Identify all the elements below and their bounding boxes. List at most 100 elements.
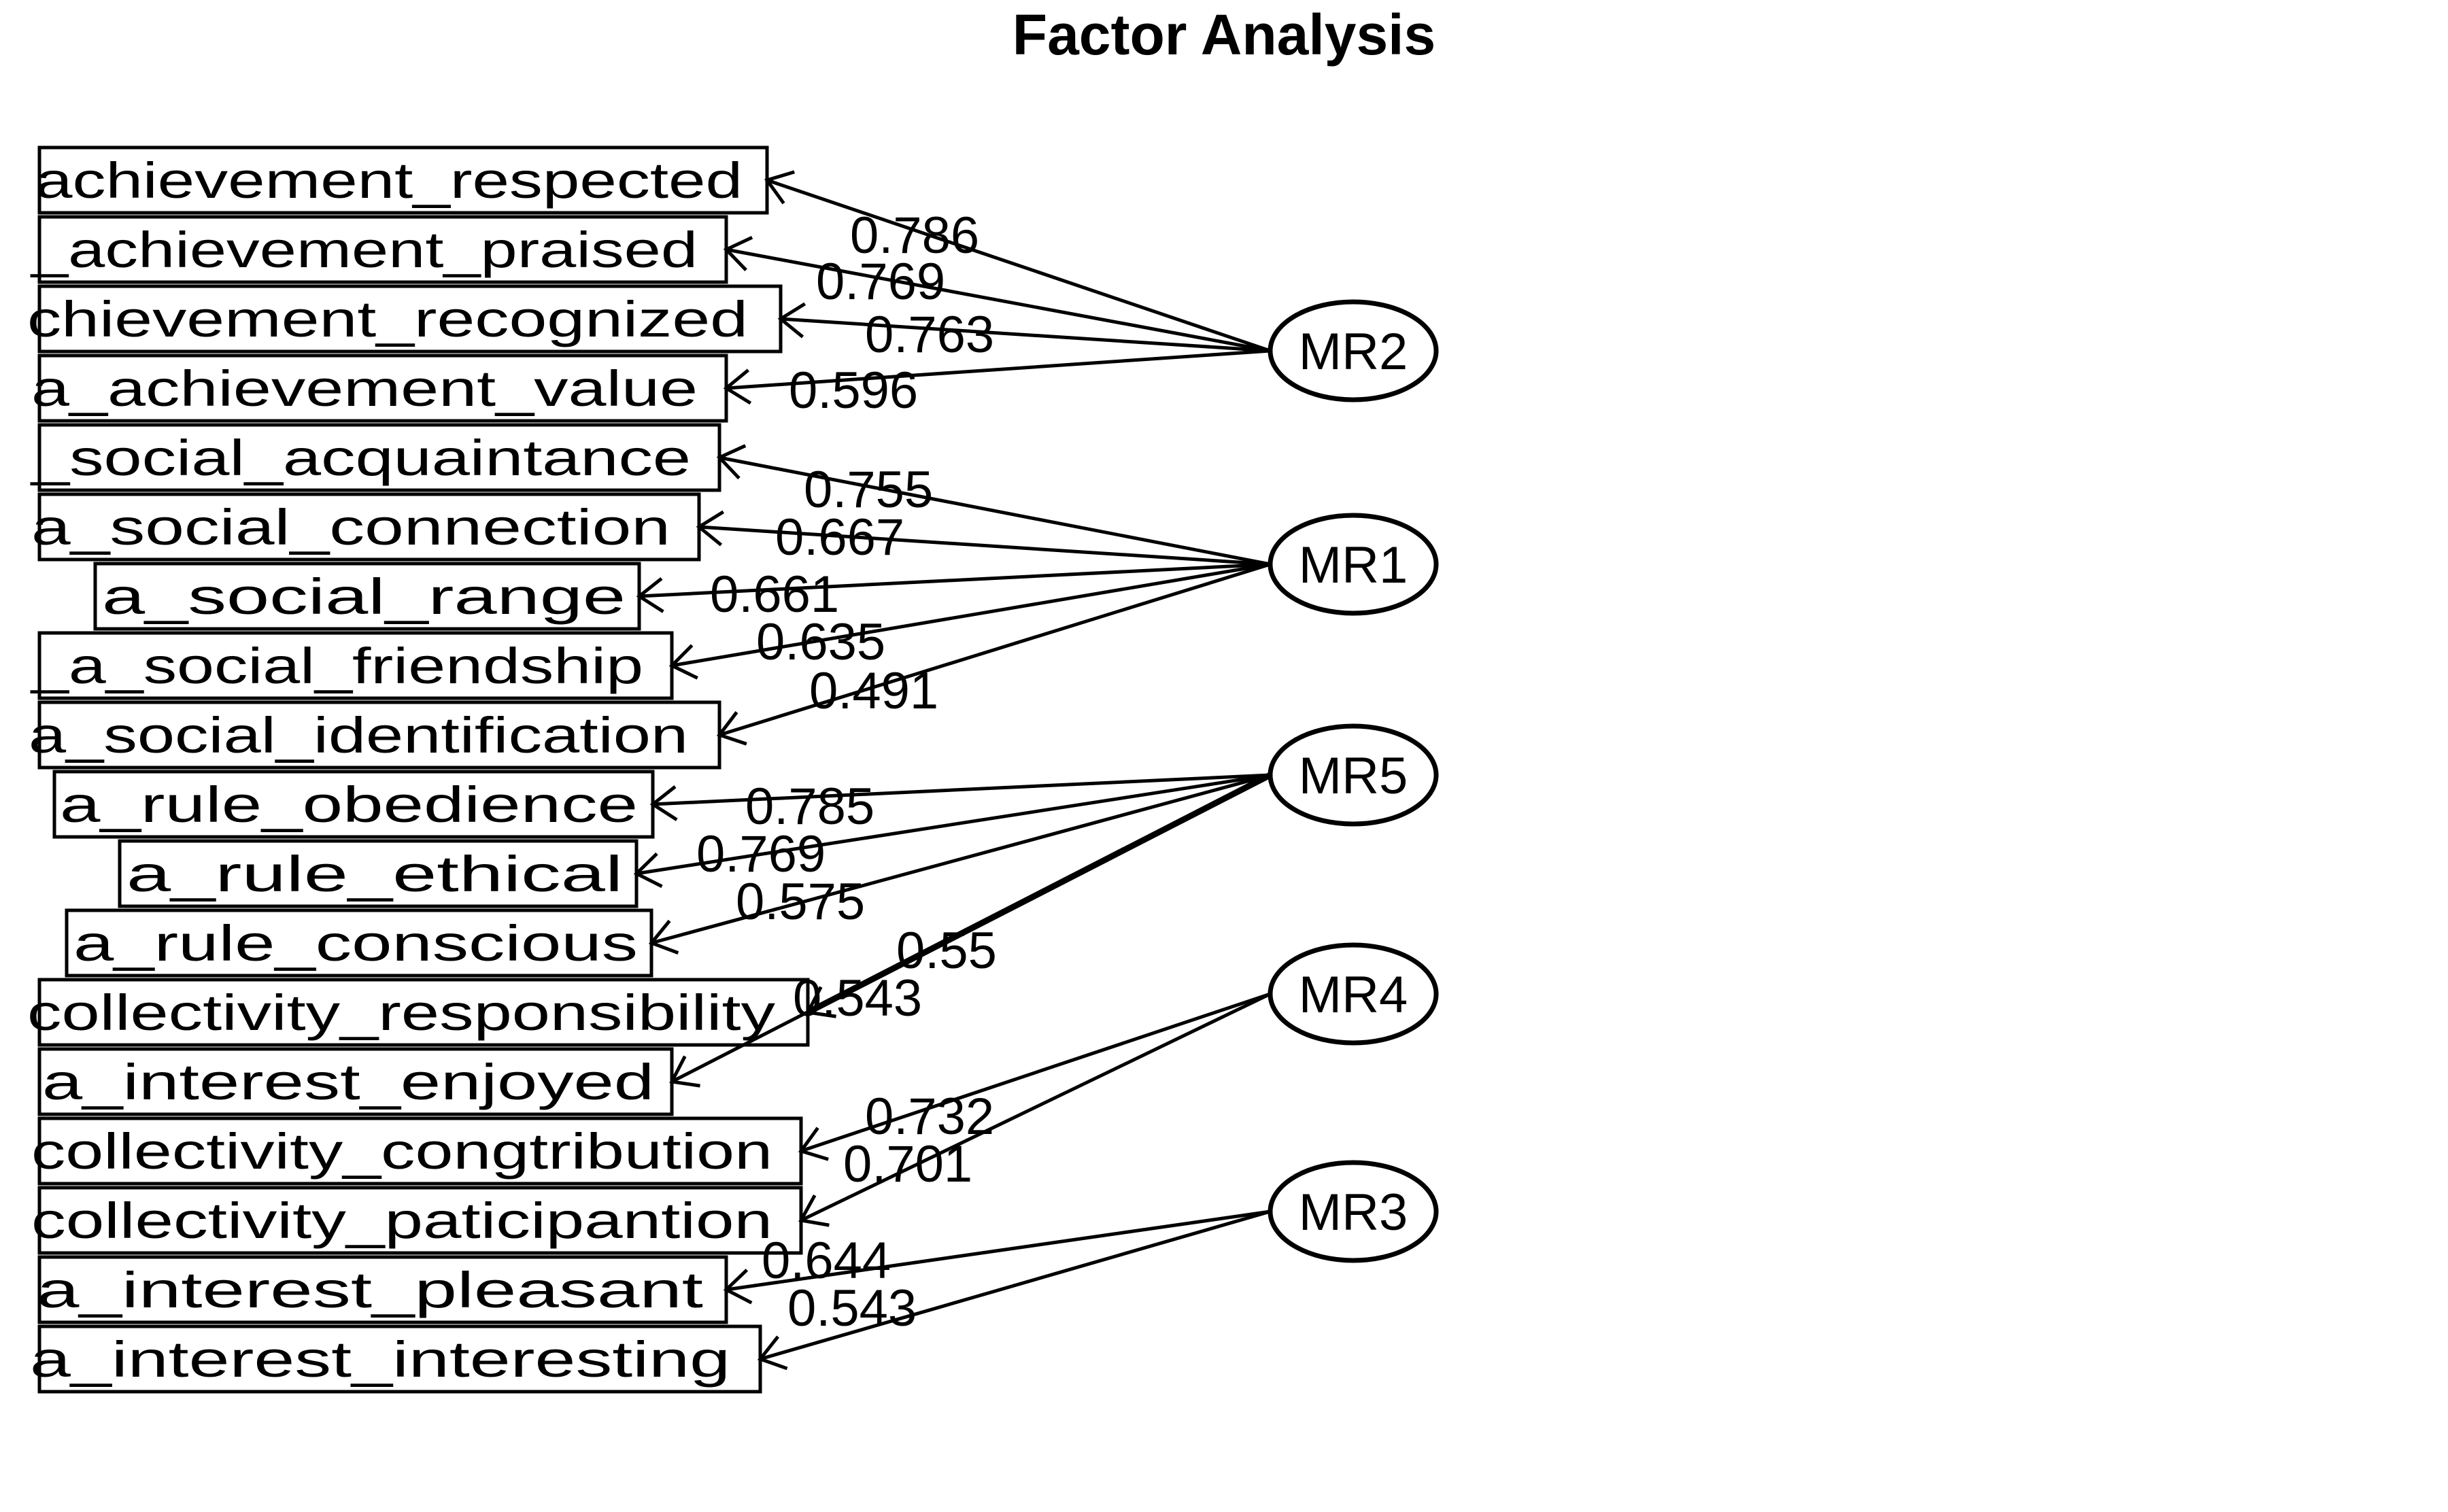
loading-value-label: 0.543 bbox=[787, 1279, 917, 1337]
variable-boxes-layer: achievement_respected _achievement_praise… bbox=[27, 145, 810, 1394]
loading-value-label: 0.596 bbox=[789, 362, 918, 419]
variable-box bbox=[37, 145, 769, 215]
variable-label: chievement_recognized bbox=[27, 291, 748, 347]
variable-label: a_interest_pleasant bbox=[37, 1262, 704, 1318]
loading-value-label: 0.55 bbox=[896, 922, 997, 980]
variable-node[interactable]: a_rule_ethical bbox=[118, 839, 639, 908]
variable-box bbox=[37, 700, 721, 770]
loading-edges-layer bbox=[633, 170, 1272, 1371]
variable-node[interactable]: _achievement_praised bbox=[29, 215, 728, 284]
variable-box bbox=[118, 839, 639, 908]
factor-ellipse bbox=[1268, 1160, 1439, 1263]
loading-value-label: 0.543 bbox=[793, 969, 922, 1027]
loading-line bbox=[780, 317, 1271, 353]
variable-box bbox=[37, 978, 810, 1047]
loading-line bbox=[800, 992, 1272, 1222]
variable-label: a_rule_ethical bbox=[126, 846, 623, 902]
variable-node[interactable]: _a_social_friendship bbox=[29, 631, 674, 700]
factor-label: MR2 bbox=[1299, 323, 1408, 381]
variable-box bbox=[37, 1116, 803, 1186]
variable-box bbox=[37, 492, 701, 562]
variable-node[interactable]: a_rule_conscious bbox=[65, 908, 653, 978]
loading-line bbox=[719, 562, 1271, 737]
factor-ellipse bbox=[1268, 513, 1439, 616]
variable-node[interactable]: collectivity_paticipantion bbox=[31, 1186, 803, 1255]
variable-box bbox=[37, 284, 783, 354]
factor-label: MR3 bbox=[1299, 1184, 1408, 1241]
loading-line bbox=[671, 562, 1271, 668]
loading-value-label: 0.763 bbox=[865, 306, 994, 364]
factor-label: MR5 bbox=[1299, 747, 1408, 805]
factor-label: MR1 bbox=[1299, 536, 1408, 594]
variable-box bbox=[37, 1255, 728, 1324]
loading-value-label: 0.786 bbox=[850, 207, 979, 264]
variable-label: _achievement_praised bbox=[29, 222, 698, 278]
variable-node[interactable]: a_social_identification bbox=[29, 700, 721, 770]
factor-node[interactable]: MR4 bbox=[1268, 942, 1439, 1046]
loading-value-label: 0.701 bbox=[843, 1135, 972, 1193]
page-title: Factor Analysis bbox=[1013, 3, 1435, 67]
loading-line bbox=[726, 349, 1271, 390]
loading-value-label: 0.491 bbox=[809, 662, 938, 720]
loading-line bbox=[726, 247, 1271, 353]
loading-line bbox=[766, 178, 1271, 353]
variable-label: collectivity_congtribution bbox=[31, 1123, 772, 1180]
variable-box bbox=[37, 423, 721, 492]
loading-line bbox=[698, 525, 1271, 566]
variable-label: a_social_identification bbox=[29, 707, 688, 763]
variable-box bbox=[37, 631, 674, 700]
variable-label: a_interest_enjoyed bbox=[42, 1054, 654, 1110]
loading-value-label: 0.635 bbox=[756, 613, 885, 671]
loading-line bbox=[760, 1209, 1271, 1361]
loading-value-label: 0.785 bbox=[745, 778, 874, 836]
variable-label: a_social_connection bbox=[31, 499, 670, 555]
variable-box bbox=[37, 1047, 674, 1116]
variable-label: a_social_range bbox=[102, 568, 626, 625]
loading-value-label: 0.769 bbox=[696, 825, 826, 883]
factor-label: MR4 bbox=[1299, 966, 1408, 1024]
loading-line bbox=[800, 992, 1271, 1153]
variable-node[interactable]: chievement_recognized bbox=[27, 284, 783, 354]
variable-label: collectivity_paticipantion bbox=[31, 1192, 772, 1249]
variable-box bbox=[37, 354, 728, 423]
variable-node[interactable]: a_social_range bbox=[93, 562, 641, 631]
loading-value-label: 0.769 bbox=[816, 253, 945, 311]
factor-ellipse bbox=[1268, 723, 1439, 827]
factor-node[interactable]: MR3 bbox=[1268, 1160, 1439, 1263]
variable-box bbox=[37, 1186, 803, 1255]
variable-label: _a_social_friendship bbox=[29, 638, 643, 694]
variable-node[interactable]: a_rule_obedience bbox=[52, 770, 655, 839]
variable-node[interactable]: a_interest_interesting bbox=[30, 1324, 762, 1394]
variable-label: _social_acquaintance bbox=[29, 430, 691, 486]
variable-node[interactable]: collectivity_responsibility bbox=[27, 978, 810, 1047]
loading-value-label: 0.732 bbox=[865, 1088, 994, 1146]
factor-ellipse bbox=[1268, 942, 1439, 1046]
loading-value-label: 0.667 bbox=[775, 509, 904, 566]
variable-node[interactable]: _social_acquaintance bbox=[29, 423, 721, 492]
factor-node[interactable]: MR2 bbox=[1268, 299, 1439, 402]
variable-box bbox=[65, 908, 653, 978]
variable-box bbox=[52, 770, 655, 839]
variable-node[interactable]: a_interest_pleasant bbox=[37, 1255, 728, 1324]
factor-node[interactable]: MR1 bbox=[1268, 513, 1439, 616]
variable-box bbox=[37, 1324, 762, 1394]
variable-node[interactable]: achievement_respected bbox=[35, 145, 769, 215]
variable-box bbox=[37, 215, 728, 284]
variable-node[interactable]: a_social_connection bbox=[31, 492, 701, 562]
variable-node[interactable]: a_interest_enjoyed bbox=[37, 1047, 674, 1116]
variable-label: a_interest_interesting bbox=[30, 1331, 730, 1388]
loading-value-label: 0.661 bbox=[710, 566, 839, 623]
factor-ellipse bbox=[1268, 299, 1439, 402]
loading-line bbox=[639, 562, 1271, 598]
loading-value-label: 0.644 bbox=[762, 1232, 891, 1290]
loading-value-label: 0.575 bbox=[736, 873, 865, 931]
variable-node[interactable]: collectivity_congtribution bbox=[31, 1116, 803, 1186]
factor-node[interactable]: MR5 bbox=[1268, 723, 1439, 827]
loading-line bbox=[651, 773, 1271, 945]
variable-box bbox=[93, 562, 641, 631]
variable-label: a_rule_obedience bbox=[60, 776, 638, 833]
variable-node[interactable]: a_achievement_value bbox=[31, 354, 728, 423]
